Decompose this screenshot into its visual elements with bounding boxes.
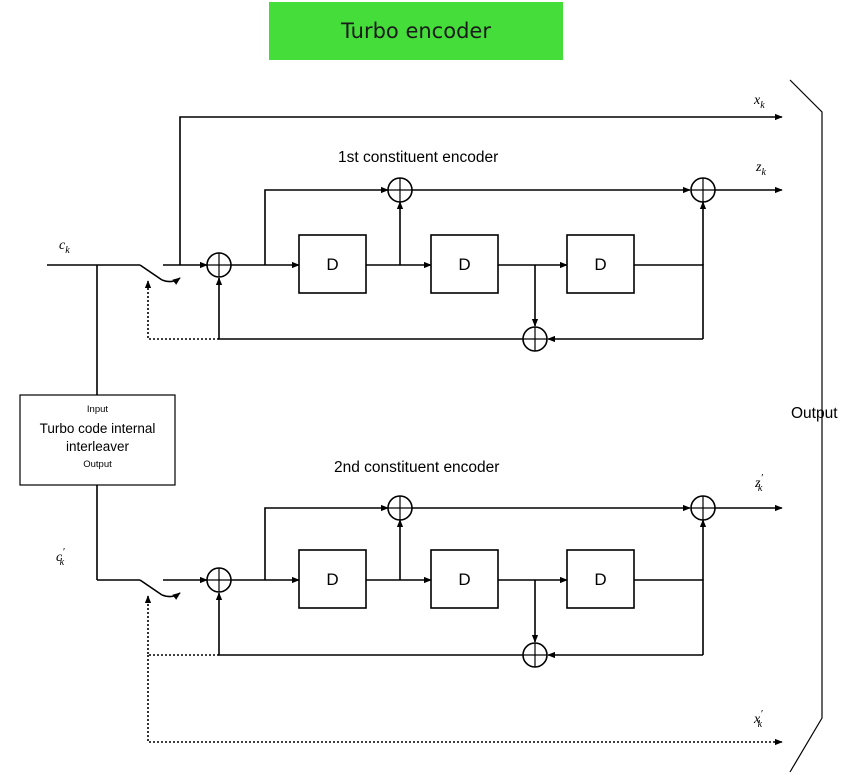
encoder-1 (139, 113, 783, 352)
output-label: Output (791, 405, 838, 422)
encoder-2 (139, 495, 783, 746)
label-xk-prime: x′k (753, 708, 763, 730)
interleaver-input-label: Input (87, 404, 108, 415)
delay-1b-label: D (458, 255, 470, 274)
interleaver-output-label: Output (83, 459, 112, 470)
encoder-1-title: 1st constituent encoder (338, 149, 498, 166)
d2c-output-line (634, 579, 704, 655)
delay-2a-label: D (326, 570, 338, 589)
interleaver-name-line2: interleaver (66, 439, 130, 454)
label-ck-prime: c′k (56, 546, 65, 568)
title-banner: Turbo encoder (269, 2, 563, 60)
output-bracket (789, 79, 823, 773)
delay-2a (298, 549, 367, 609)
interleaver-name-line1: Turbo code internal (40, 421, 156, 436)
switch-2-arc (161, 592, 181, 600)
label-zk: zk (755, 160, 766, 178)
tap-to-adder-1b (264, 186, 389, 265)
d3-output-line (634, 264, 704, 339)
switch-1-arc (161, 277, 181, 285)
delay-2b (430, 549, 499, 609)
switch-2-dotted (144, 595, 219, 656)
delay-2c-label: D (594, 570, 606, 589)
delay-1c-label: D (594, 255, 606, 274)
label-zk-prime: z′k (754, 472, 763, 494)
diagram-title: Turbo encoder (341, 19, 491, 43)
switch-1-dotted (144, 280, 219, 340)
delay-1b (430, 234, 499, 294)
delay-1a-label: D (326, 255, 338, 274)
label-ck: ck (59, 238, 70, 256)
delay-1a (298, 234, 367, 294)
tap-to-adder-2b (264, 504, 389, 580)
systematic-2-dotted-line (147, 655, 783, 746)
switch-1-lever (139, 264, 163, 281)
feedback-2-line (215, 592, 523, 656)
input-section (19, 264, 176, 581)
delay-1c (566, 234, 635, 294)
label-xk: xk (753, 93, 765, 111)
switch-2-lever (139, 579, 163, 596)
encoder-2-title: 2nd constituent encoder (334, 459, 499, 476)
delay-2c (566, 549, 635, 609)
delay-2b-label: D (458, 570, 470, 589)
systematic-1-line (179, 113, 783, 265)
feedback-1-line (215, 277, 523, 340)
